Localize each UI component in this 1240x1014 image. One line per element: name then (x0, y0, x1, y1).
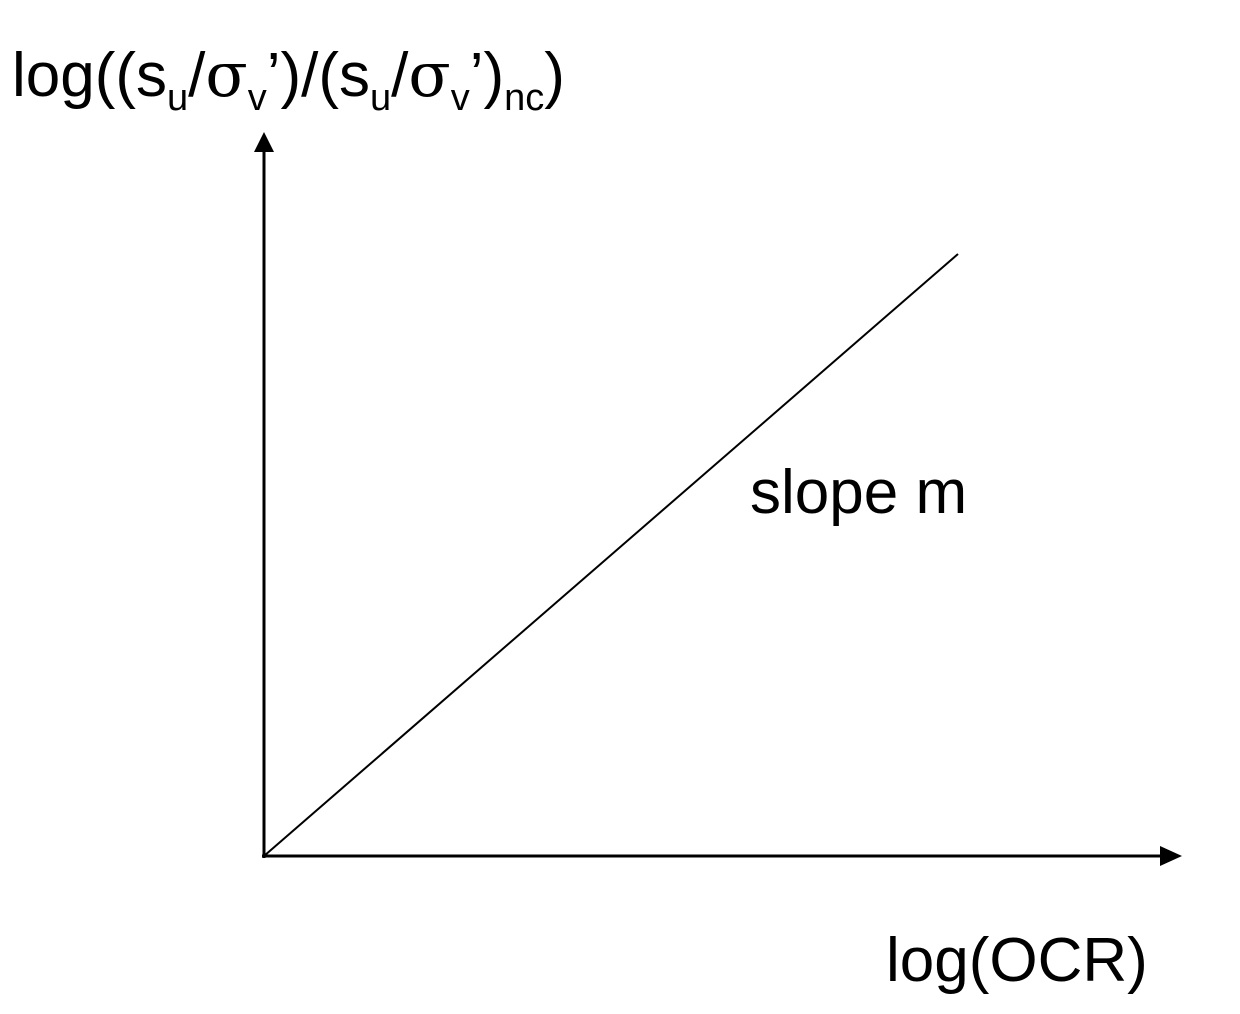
y-axis-label-subscript: v (450, 77, 470, 119)
y-axis-label-text: ) (544, 41, 565, 110)
y-axis-label-subscript: u (370, 77, 392, 119)
y-axis-arrowhead (254, 132, 274, 152)
y-axis-label-text: / (188, 41, 206, 110)
y-axis-label-subscript: u (167, 77, 189, 119)
y-axis-label: log((su/σv’)/(su/σv’)nc) (12, 41, 565, 118)
y-axis-label-subscript: v (247, 77, 267, 119)
slope-label: slope m (750, 458, 968, 527)
x-axis-label: log(OCR) (886, 926, 1148, 995)
y-axis-label-text: ’)/(s (266, 41, 371, 110)
y-axis-label-text: log((s (12, 41, 168, 110)
y-axis-label-sigma: σ (205, 38, 248, 111)
x-axis-arrowhead (1160, 846, 1182, 866)
slope-line (263, 253, 959, 857)
y-axis-label-subscript: nc (504, 77, 545, 119)
y-axis-label-text: ’) (469, 41, 505, 110)
y-axis-label-sigma: σ (408, 38, 451, 111)
y-axis-label-text: / (391, 41, 409, 110)
